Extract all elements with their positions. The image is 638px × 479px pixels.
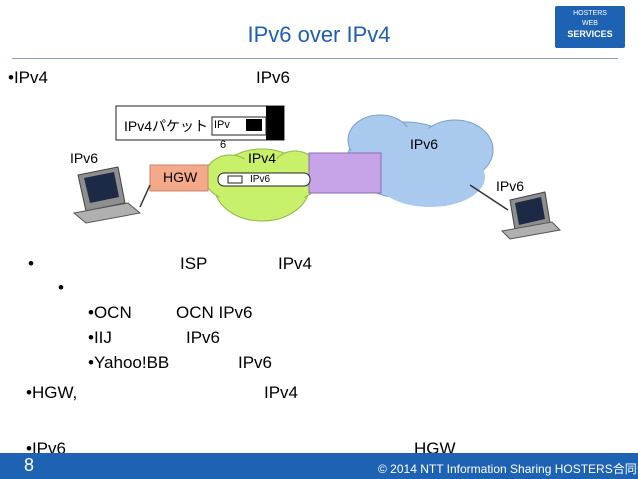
list-hgw: •HGW,: [26, 383, 78, 402]
list-iij-ipv6: IPv6: [186, 328, 221, 347]
list-bullet-1: •: [28, 254, 34, 273]
network-diagram: [72, 105, 562, 240]
packet-label: IPv4パケット: [124, 118, 209, 134]
packet-inner-label: IPv: [214, 119, 230, 131]
right-pc-label: IPv6: [496, 178, 525, 194]
tunnel-box: [308, 152, 382, 194]
page-title: IPv6 over IPv4: [247, 22, 391, 47]
list-yahoo-ipv6: IPv6: [238, 353, 273, 372]
left-pc-label: IPv6: [70, 150, 99, 166]
list-bullet-2: •: [58, 278, 64, 297]
logo-line-2: WEB: [582, 20, 598, 27]
hgw-box: [149, 164, 209, 192]
list-hgw-ipv4: IPv4: [264, 383, 299, 402]
tunnel-label: IPv6: [250, 174, 271, 185]
right-computer-icon: [469, 184, 562, 240]
left-computer-icon: [72, 166, 151, 224]
list-ocn-ipv6: OCN IPv6: [176, 303, 253, 322]
ipv6-cloud-label: IPv6: [410, 136, 439, 152]
page-number: 8: [24, 455, 35, 475]
logo-line-3: SERVICES: [567, 29, 613, 39]
list-iij: •IIJ: [88, 328, 112, 347]
title-divider: [12, 58, 618, 59]
copyright: © 2014 NTT Information Sharing HOSTERS合同…: [378, 462, 638, 476]
list-ocn: •OCN: [88, 303, 132, 322]
hosters-logo: HOSTERS WEB SERVICES: [555, 6, 625, 48]
packet-inner-label-2: 6: [220, 139, 227, 151]
footer-bar: [0, 453, 638, 479]
bullet-ipv6: IPv6: [256, 68, 291, 87]
list-ipv4: IPv4: [278, 254, 313, 273]
list-isp: ISP: [180, 254, 208, 273]
ipv4-cloud-label: IPv4: [248, 150, 277, 166]
hgw-label: HGW: [163, 169, 198, 185]
list-yahoo: •Yahoo!BB: [88, 353, 170, 372]
bullet-ipv4: •IPv4: [8, 68, 48, 87]
logo-line-1: HOSTERS: [573, 10, 607, 17]
